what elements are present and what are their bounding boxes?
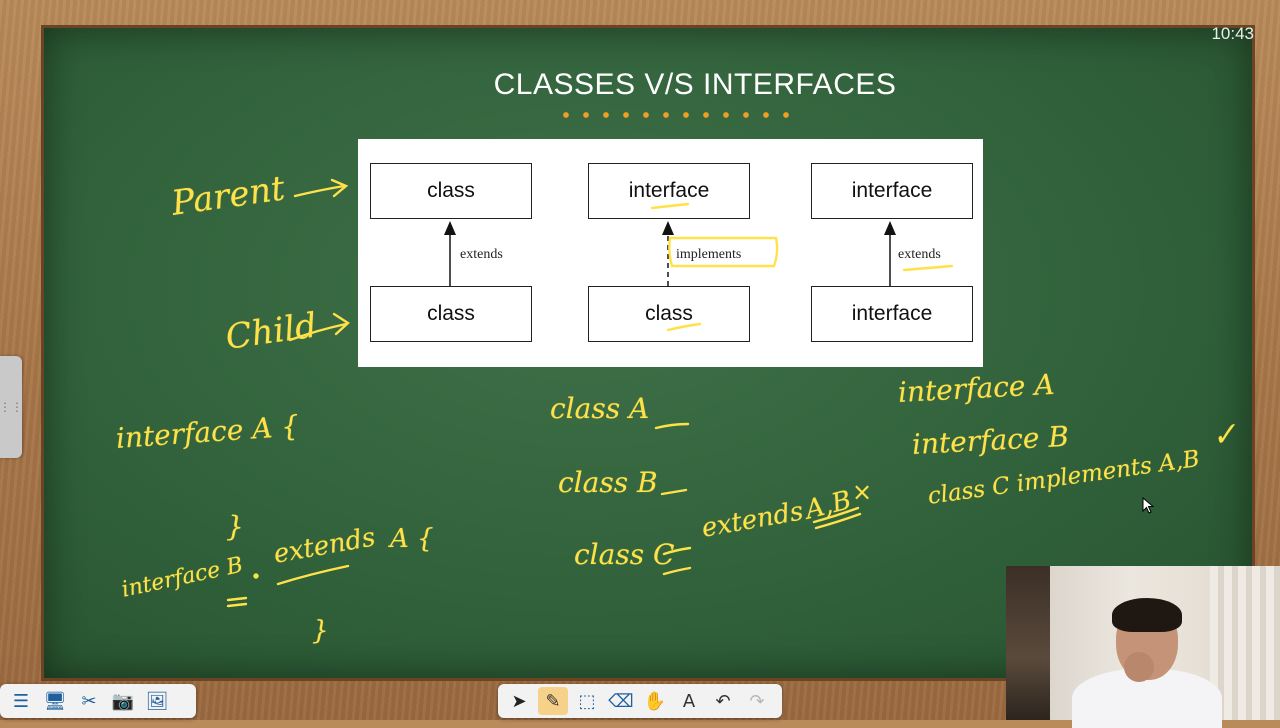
handwritten-class-a: class A (550, 392, 650, 425)
clock: 10:43 (1211, 24, 1254, 43)
title-underline-dots (556, 112, 802, 118)
uml-diagram: class class extends interface class impl… (358, 139, 983, 367)
image-icon[interactable]: 🖼 (145, 690, 169, 712)
text-pen-icon[interactable]: A (682, 690, 696, 712)
left-toolbar: ☰ 🖥 ✂ 📷 🖼 (0, 684, 196, 718)
handwritten-class-c: class C (574, 538, 675, 571)
mouse-cursor-icon (1142, 497, 1155, 514)
monitor-icon[interactable]: 🖥 (43, 690, 67, 712)
undo-icon[interactable]: ↶ (715, 690, 731, 712)
hand-icon[interactable]: ✋ (643, 690, 667, 712)
tools-icon[interactable]: ✂ (81, 690, 97, 712)
slide-title: CLASSES V/S INTERFACES (493, 68, 897, 101)
col1-bottom-box: class (370, 286, 532, 342)
webcam-background-shelf (1006, 566, 1050, 720)
selection-icon[interactable]: ⬚ (578, 690, 596, 712)
presenter-hand (1124, 652, 1154, 682)
col3-top-box: interface (811, 163, 973, 219)
handwritten-cross: × (852, 478, 873, 506)
col3-relation-label: extends (898, 247, 941, 262)
menu-icon[interactable]: ☰ (12, 690, 30, 712)
redo-icon[interactable]: ↷ (749, 690, 765, 712)
col2-bottom-box: class (588, 286, 750, 342)
webcam-video (1006, 566, 1280, 720)
pen-icon[interactable]: ✎ (538, 687, 568, 715)
col3-bottom-box: interface (811, 286, 973, 342)
handwritten-class-b: class B (558, 466, 658, 499)
pointer-icon[interactable]: ➤ (511, 690, 527, 712)
diagram-arrows (444, 221, 896, 286)
col1-top-box: class (370, 163, 532, 219)
eraser-icon[interactable]: ⌫ (608, 690, 634, 712)
handle-grip-icon: ⋮⋮ (0, 400, 23, 414)
presenter-hair (1112, 598, 1182, 632)
handwritten-left-brace2: } (312, 616, 329, 646)
handwritten-left-brace1: } (226, 510, 244, 543)
camera-icon[interactable]: 📷 (111, 690, 135, 712)
handwritten-left-a: A { (390, 524, 434, 554)
col2-top-box: interface (588, 163, 750, 219)
drawing-toolbar: ➤ ✎ ⬚ ⌫ ✋ A ↶ ↷ (498, 684, 782, 718)
col1-relation-label: extends (460, 247, 503, 262)
side-panel-handle[interactable]: ⋮⋮ (0, 356, 23, 458)
